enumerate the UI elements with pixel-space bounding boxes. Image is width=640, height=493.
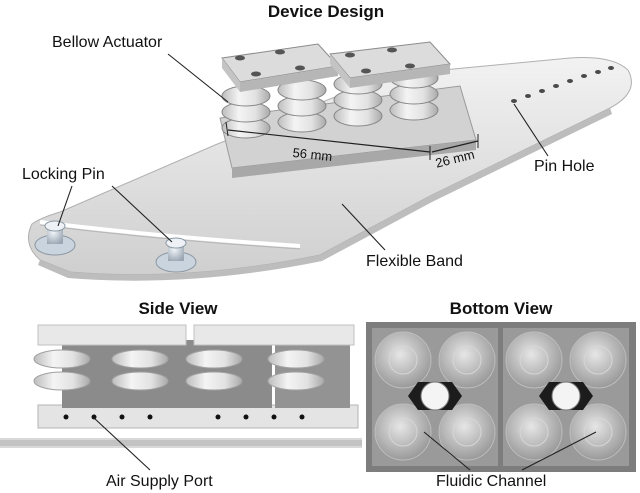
- bottom-view-drawing: [366, 322, 636, 472]
- main-title: Device Design: [268, 2, 384, 21]
- locking-pin-label: Locking Pin: [22, 166, 105, 183]
- locking-pin-1: [34, 220, 76, 256]
- pin-holes: [511, 66, 614, 103]
- locking-pin-leader-1: [57, 185, 73, 227]
- bellow-actuator-label: Bellow Actuator: [52, 34, 163, 51]
- actuator-caps: [221, 41, 452, 92]
- flexible-band-label: Flexible Band: [366, 253, 463, 270]
- bellow-actuator-leader: [167, 53, 229, 103]
- fluidic-channel-leader-2: [521, 431, 597, 471]
- locking-pin-leader-2: [111, 185, 173, 243]
- fluidic-channel-leader-1: [423, 431, 471, 471]
- fluidic-channel-label: Fluidic Channel: [436, 473, 546, 490]
- dimension-lines: [225, 121, 479, 160]
- bellow-actuator: [221, 67, 439, 139]
- air-supply-port-label: Air Supply Port: [106, 473, 213, 490]
- bottom-view-title: Bottom View: [450, 299, 553, 318]
- pin-hole-label: Pin Hole: [534, 158, 595, 175]
- length-dimension: 56 mm: [292, 145, 333, 164]
- air-supply-port-leader: [93, 417, 151, 471]
- side-view-title: Side View: [138, 299, 218, 318]
- side-view-drawing: [0, 324, 362, 448]
- pin-hole-leader: [513, 103, 549, 157]
- flexible-band-leader: [341, 203, 386, 251]
